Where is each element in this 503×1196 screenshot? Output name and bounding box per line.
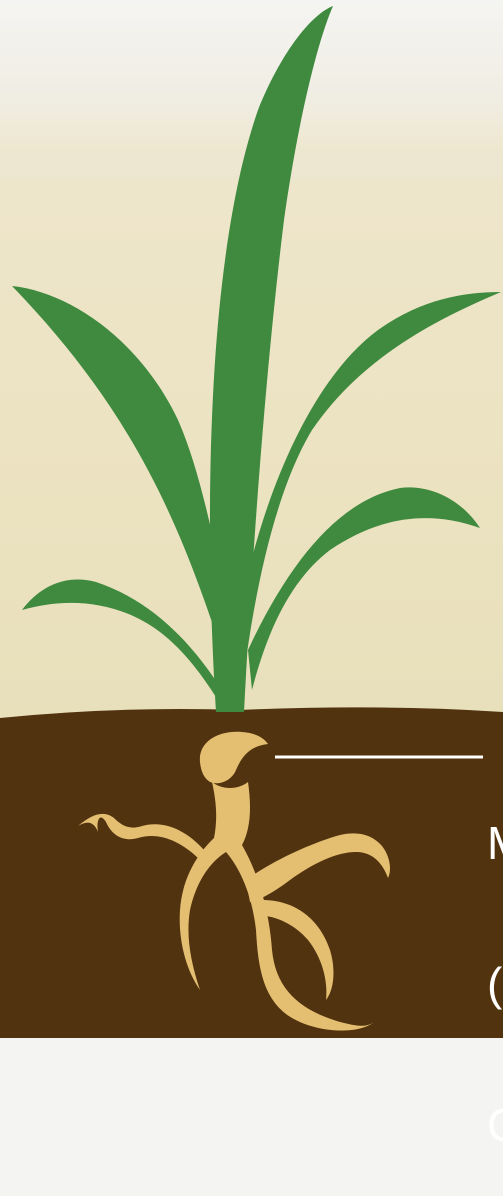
plant-diagram xyxy=(0,0,503,1038)
root-label-line-1: M xyxy=(487,820,503,867)
root-label-line-3: C xyxy=(487,1102,503,1149)
root-label: M ( C xyxy=(487,726,503,1196)
root-label-line-2: ( xyxy=(487,961,503,1008)
